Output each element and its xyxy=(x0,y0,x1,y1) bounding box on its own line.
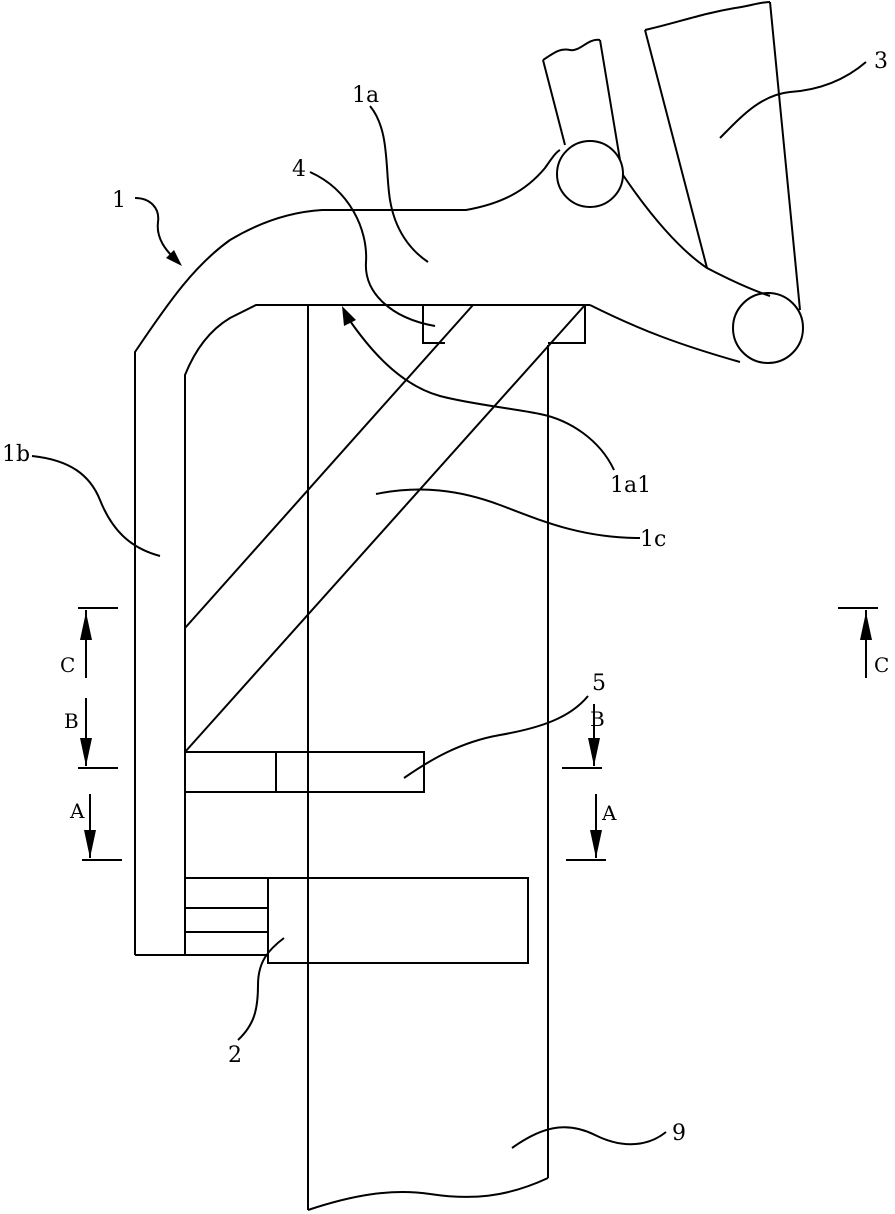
leader-2 xyxy=(238,938,284,1040)
label-1c: 1c xyxy=(640,527,666,552)
leader-1c xyxy=(376,490,640,538)
label-1: 1 xyxy=(112,188,126,213)
roller-upper xyxy=(557,141,623,207)
label-1b: 1b xyxy=(2,442,30,467)
section-mark-a-right: A xyxy=(566,794,617,860)
leaders xyxy=(32,62,866,1148)
bracket-1a xyxy=(135,150,770,955)
diagonal-brace-1c xyxy=(185,305,585,752)
leader-1a1-arrowhead xyxy=(342,306,356,326)
block-2 xyxy=(185,878,528,963)
label-3: 3 xyxy=(874,49,888,74)
label-9: 9 xyxy=(672,1121,686,1146)
roller-lower xyxy=(733,293,803,363)
section-label-b-left: B xyxy=(64,709,79,733)
section-label-a-right: A xyxy=(601,801,617,825)
leader-4 xyxy=(310,172,435,326)
label-5: 5 xyxy=(592,671,606,696)
label-1a1: 1a1 xyxy=(610,473,651,498)
leader-1 xyxy=(135,198,178,262)
section-mark-b-left: B xyxy=(64,698,118,768)
post-9 xyxy=(308,305,548,1210)
leader-5 xyxy=(404,696,588,778)
section-mark-c-right: C xyxy=(838,608,889,678)
arm-3 xyxy=(543,2,800,310)
section-label-b-right: B xyxy=(590,707,605,731)
label-2: 2 xyxy=(228,1043,242,1068)
leader-1a xyxy=(370,106,428,262)
leader-3 xyxy=(720,62,866,138)
leader-9 xyxy=(512,1127,666,1148)
leader-1a1 xyxy=(348,318,614,470)
plate-5 xyxy=(185,752,424,792)
section-mark-a-left: A xyxy=(69,794,122,860)
section-mark-c-left: C xyxy=(60,608,118,678)
section-label-c-right: C xyxy=(874,653,889,677)
section-label-a-left: A xyxy=(69,799,85,823)
label-1a: 1a xyxy=(352,83,379,108)
label-4: 4 xyxy=(292,157,306,182)
leader-1b xyxy=(32,456,160,556)
section-label-c-left: C xyxy=(60,653,75,677)
